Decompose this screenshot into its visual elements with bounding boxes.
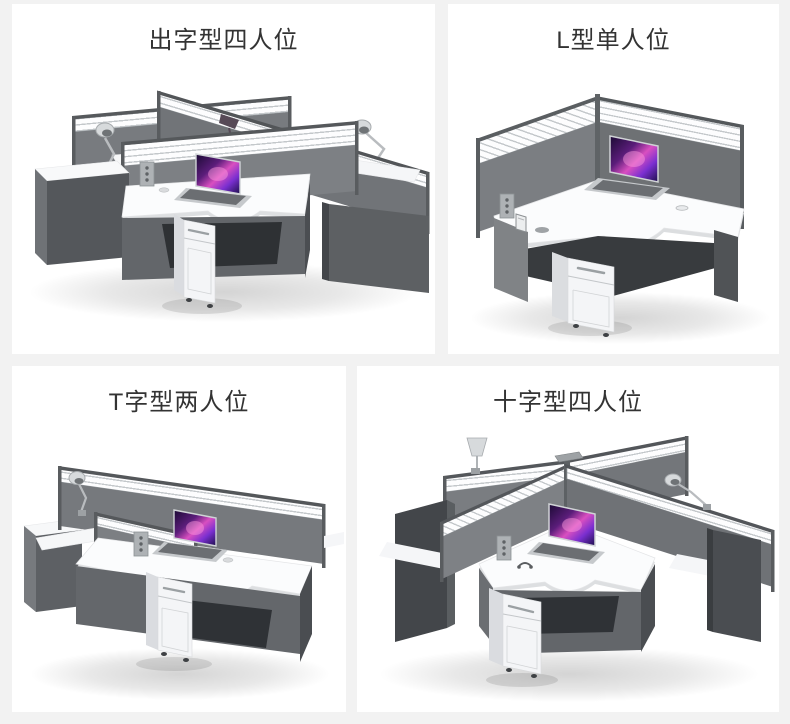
cabinet-shadow (136, 657, 212, 671)
power-strip (139, 161, 155, 187)
floor-shadow (30, 648, 330, 700)
product-image-cross-shape-workstation (379, 436, 775, 702)
product-title: T字型两人位 (108, 389, 250, 416)
product-card-cross-four-seat: 十字型四人位 (357, 366, 779, 712)
cable-grommet (675, 205, 689, 211)
left-return-desk (34, 160, 130, 265)
desk-lamp-left (466, 437, 488, 474)
right-desk (322, 159, 429, 293)
cabinet-shadow (162, 298, 242, 314)
far-desk-surface-right (324, 532, 344, 548)
product-image-l-shape-workstation (470, 94, 770, 344)
stapler (535, 227, 549, 233)
product-image-chu-four-seat-workstation (29, 90, 430, 322)
product-title: 出字型四人位 (148, 27, 299, 54)
product-card-t-two-seat: T字型两人位 (12, 366, 346, 712)
desk-lamp (68, 471, 88, 516)
mouse (158, 187, 170, 193)
left-return-desk (23, 519, 83, 612)
power-strip (499, 193, 515, 219)
mouse (222, 557, 234, 563)
product-card-chu-four-seat: 出字型四人位 (12, 4, 435, 354)
floor-shadow (470, 292, 770, 344)
laptop (152, 509, 228, 562)
right-desk (669, 528, 761, 642)
product-title: L型单人位 (556, 27, 671, 54)
desk-lamp-right (664, 473, 711, 510)
mobile-cabinet (489, 588, 542, 678)
laptop (174, 153, 252, 208)
product-card-l-single-seat: L型单人位 (448, 4, 779, 354)
power-strip (133, 531, 149, 557)
headphones (517, 562, 533, 569)
product-title: 十字型四人位 (493, 389, 643, 416)
mobile-cabinet (174, 214, 216, 308)
product-image-t-shape-workstation (23, 466, 344, 700)
cabinet-shadow (486, 673, 558, 687)
laptop (527, 503, 605, 564)
mobile-cabinet (552, 252, 615, 337)
power-strip (496, 535, 512, 561)
laptop (584, 135, 670, 200)
mobile-cabinet (146, 572, 193, 662)
partition-arm-lower-left (440, 464, 568, 582)
floor-shadow (379, 646, 759, 702)
photo-frame (515, 213, 527, 233)
